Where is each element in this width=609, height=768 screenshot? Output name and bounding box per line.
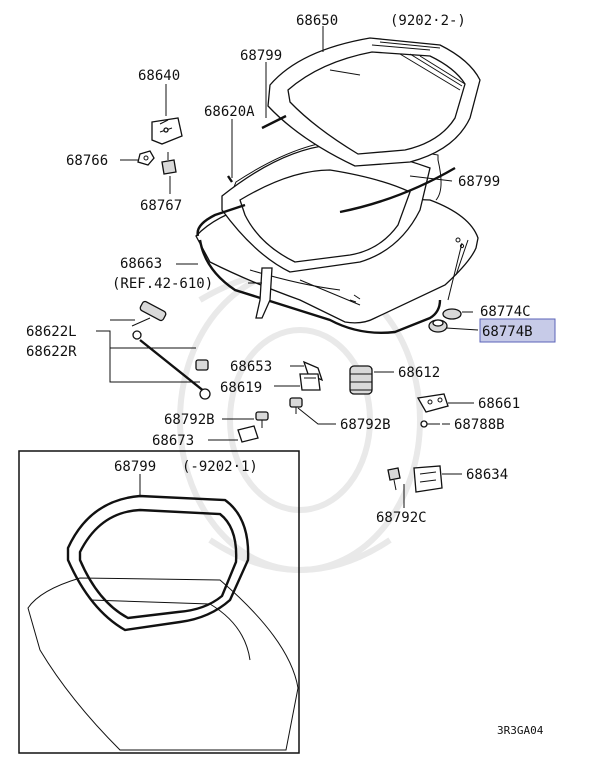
label-68634: 68634 — [466, 467, 508, 483]
latch-68619 — [299, 373, 321, 391]
highlight-68774b — [479, 318, 556, 343]
label-68792b-left: 68792B — [164, 412, 215, 428]
label-68673: 68673 — [152, 433, 194, 449]
screw-68788b — [420, 420, 440, 428]
label-68799-mid: 68799 — [458, 174, 500, 190]
label-68620a: 68620A — [204, 104, 255, 120]
gas-strut-assembly — [131, 300, 211, 400]
label-68788b: 68788B — [454, 417, 505, 433]
label-68622r: 68622R — [26, 344, 77, 360]
fastener-68767 — [161, 152, 177, 175]
bolt-68792c — [387, 467, 401, 491]
label-68661: 68661 — [478, 396, 520, 412]
label-68653: 68653 — [230, 359, 272, 375]
label-68799-inset: 68799 — [114, 459, 156, 475]
leader-lines — [96, 26, 479, 508]
label-68612: 68612 — [398, 365, 440, 381]
bolt-68792b-right — [289, 397, 303, 414]
label-ref: (REF.42-610) — [112, 276, 213, 292]
figure-code: 3R3GA04 — [497, 724, 544, 737]
label-68774c: 68774C — [480, 304, 531, 320]
inset-panel — [18, 450, 300, 754]
label-68619: 68619 — [220, 380, 262, 396]
fastener-68766 — [137, 150, 155, 166]
back-door-assembly — [195, 37, 481, 334]
revision-inset: (-9202·1) — [182, 459, 258, 475]
label-68774b: 68774B — [482, 324, 533, 340]
hinge-reinforcement — [255, 267, 273, 319]
label-68650: 68650 — [296, 13, 338, 29]
label-68792b-right: 68792B — [340, 417, 391, 433]
label-68792c: 68792C — [376, 510, 427, 526]
bolt-68792b-left — [255, 411, 269, 428]
hinge-68640 — [151, 117, 183, 145]
label-68640: 68640 — [138, 68, 180, 84]
revision-top: (9202·2-) — [390, 13, 466, 29]
label-68766: 68766 — [66, 153, 108, 169]
label-68799-top: 68799 — [240, 48, 282, 64]
bumper-68774c — [442, 308, 462, 320]
label-68767: 68767 — [140, 198, 182, 214]
part-labels: 68650 (9202·2-) 68799 68640 68620A 68766… — [26, 13, 544, 737]
lock-68634 — [413, 465, 443, 493]
label-68663: 68663 — [120, 256, 162, 272]
bracket-68661 — [416, 393, 449, 413]
stopper-68612 — [349, 365, 373, 395]
bumper-68774b — [428, 319, 448, 333]
part-68673 — [237, 425, 259, 443]
label-68622l: 68622L — [26, 324, 77, 340]
